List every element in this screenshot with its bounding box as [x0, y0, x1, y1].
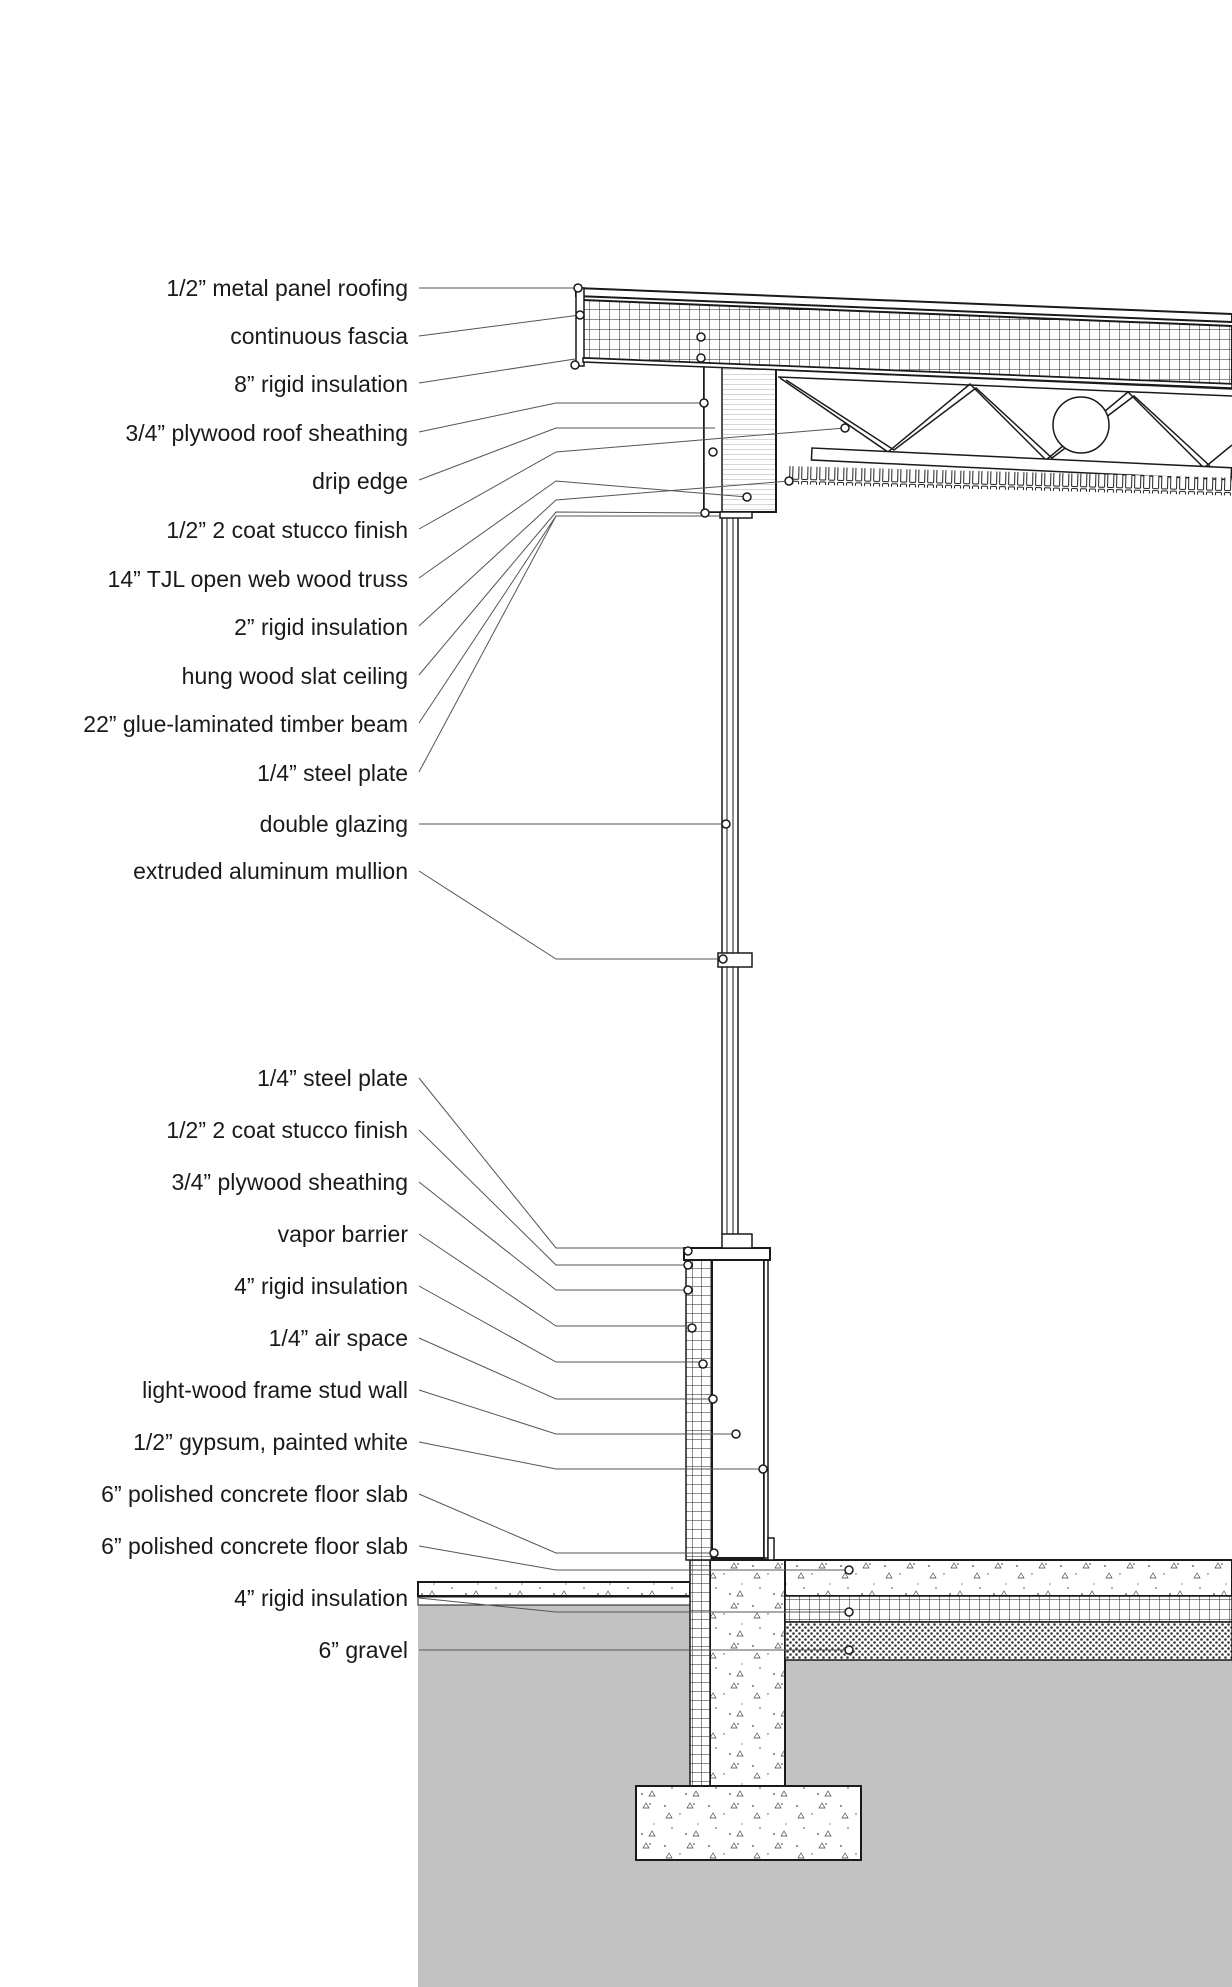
label-concrete-floor-slab-1: 6” polished concrete floor slab [101, 1481, 408, 1507]
label-drip-edge: drip edge [312, 468, 408, 494]
lower-wall [683, 1233, 775, 1561]
label-glue-laminated-beam: 22” glue-laminated timber beam [83, 711, 408, 737]
label-double-glazing: double glazing [259, 811, 408, 837]
double-glazing [717, 515, 753, 1234]
label-continuous-fascia: continuous fascia [230, 323, 408, 349]
label-upper-stucco-finish: 1/2” 2 coat stucco finish [166, 517, 408, 543]
label-lower-stucco-finish: 1/2” 2 coat stucco finish [166, 1117, 408, 1143]
label-plywood-roof-sheathing: 3/4” plywood roof sheathing [125, 420, 408, 446]
label-upper-steel-plate: 1/4” steel plate [257, 760, 408, 786]
label-aluminum-mullion: extruded aluminum mullion [133, 858, 408, 884]
label-wall-rigid-insulation: 4” rigid insulation [234, 1273, 408, 1299]
open-web-truss [777, 369, 1232, 481]
label-slab-rigid-insulation: 4” rigid insulation [234, 1585, 408, 1611]
label-concrete-floor-slab-2: 6” polished concrete floor slab [101, 1533, 408, 1559]
footing [635, 1785, 862, 1861]
label-upper-rigid-insulation: 2” rigid insulation [234, 614, 408, 640]
callout-dots [570, 283, 854, 1655]
glulam-beam [703, 365, 777, 519]
label-gypsum: 1/2” gypsum, painted white [133, 1429, 408, 1455]
label-stud-wall: light-wood frame stud wall [142, 1377, 408, 1403]
label-gravel: 6” gravel [318, 1637, 408, 1663]
label-lower-steel-plate: 1/4” steel plate [257, 1065, 408, 1091]
label-open-web-wood-truss: 14” TJL open web wood truss [107, 566, 408, 592]
foundation-stem-wall [689, 1559, 786, 1787]
exterior-paving [417, 1581, 691, 1606]
label-hung-wood-slat-ceiling: hung wood slat ceiling [181, 663, 408, 689]
label-roof-rigid-insulation: 8” rigid insulation [234, 371, 408, 397]
label-plywood-sheathing: 3/4” plywood sheathing [171, 1169, 408, 1195]
label-metal-panel-roofing: 1/2” metal panel roofing [166, 275, 408, 301]
leader-lines [418, 287, 849, 1651]
label-vapor-barrier: vapor barrier [277, 1221, 408, 1247]
label-air-space: 1/4” air space [268, 1325, 408, 1351]
roof-assembly [575, 286, 1232, 389]
floor-assembly [784, 1559, 1232, 1661]
slat-ceiling [785, 466, 1232, 496]
